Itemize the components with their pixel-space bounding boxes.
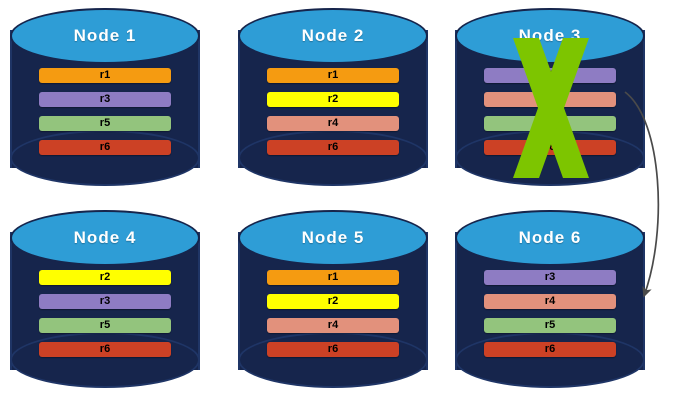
record-label: r2 — [99, 271, 111, 283]
record-label: r5 — [99, 319, 111, 331]
record-bar[interactable]: r5 — [39, 116, 171, 131]
record-bar[interactable]: r6 — [39, 140, 171, 155]
record-bar[interactable]: r3 — [484, 270, 616, 285]
record-label: r6 — [544, 343, 556, 355]
record-label: r1 — [99, 69, 111, 81]
record-list: r1 r2 r4 r6 — [267, 68, 399, 155]
node-cylinder-2[interactable]: Node 2 r1 r2 r4 r6 — [238, 8, 428, 190]
record-bar[interactable]: r3 — [484, 68, 616, 83]
record-bar[interactable]: r3 — [39, 294, 171, 309]
record-list: r1 r3 r5 r6 — [39, 68, 171, 155]
record-label: r6 — [544, 141, 556, 153]
record-list: r2 r3 r5 r6 — [39, 270, 171, 357]
record-list: r3 r4 r5 r6 — [484, 68, 616, 155]
record-bar[interactable]: r1 — [267, 68, 399, 83]
record-bar[interactable]: r2 — [267, 92, 399, 107]
record-bar[interactable]: r6 — [267, 140, 399, 155]
cylinder-bottom-cap — [455, 332, 645, 388]
node-label: Node 6 — [518, 228, 582, 247]
cylinder-top-cap: Node 3 — [455, 8, 645, 64]
cylinder-top-cap: Node 5 — [238, 210, 428, 266]
record-bar[interactable]: r1 — [267, 270, 399, 285]
node-cylinder-4[interactable]: Node 4 r2 r3 r5 r6 — [10, 210, 200, 392]
node-label: Node 2 — [301, 26, 365, 45]
record-label: r3 — [99, 295, 111, 307]
node-cylinder-5[interactable]: Node 5 r1 r2 r4 r6 — [238, 210, 428, 392]
record-label: r3 — [99, 93, 111, 105]
node-cylinder-6[interactable]: Node 6 r3 r4 r5 r6 — [455, 210, 645, 392]
node-label: Node 1 — [73, 26, 137, 45]
record-bar[interactable]: r2 — [267, 294, 399, 309]
record-bar[interactable]: r6 — [484, 342, 616, 357]
record-label: r6 — [327, 141, 339, 153]
record-bar[interactable]: r5 — [484, 318, 616, 333]
record-label: r6 — [99, 141, 111, 153]
record-label: r3 — [544, 69, 556, 81]
record-label: r1 — [327, 271, 339, 283]
record-label: r5 — [544, 117, 556, 129]
node-label: Node 5 — [301, 228, 365, 247]
record-label: r4 — [327, 319, 339, 331]
record-bar[interactable]: r6 — [267, 342, 399, 357]
record-bar[interactable]: r6 — [484, 140, 616, 155]
record-label: r3 — [544, 271, 556, 283]
record-label: r5 — [544, 319, 556, 331]
record-label: r2 — [327, 93, 339, 105]
record-bar[interactable]: r1 — [39, 68, 171, 83]
node-label: Node 3 — [518, 26, 582, 45]
record-bar[interactable]: r4 — [484, 294, 616, 309]
record-label: r4 — [327, 117, 339, 129]
cylinder-bottom-cap — [10, 130, 200, 186]
record-bar[interactable]: r6 — [39, 342, 171, 357]
record-label: r5 — [99, 117, 111, 129]
record-bar[interactable]: r4 — [267, 318, 399, 333]
record-label: r2 — [327, 295, 339, 307]
record-bar[interactable]: r2 — [39, 270, 171, 285]
node-cylinder-1[interactable]: Node 1 r1 r3 r5 r6 — [10, 8, 200, 190]
record-list: r3 r4 r5 r6 — [484, 270, 616, 357]
record-list: r1 r2 r4 r6 — [267, 270, 399, 357]
cylinder-bottom-cap — [238, 332, 428, 388]
cylinder-top-cap: Node 6 — [455, 210, 645, 266]
node-cylinder-3[interactable]: Node 3 r3 r4 r5 r6 — [455, 8, 645, 190]
cylinder-top-cap: Node 2 — [238, 8, 428, 64]
record-label: r4 — [544, 93, 556, 105]
node-label: Node 4 — [73, 228, 137, 247]
cylinder-top-cap: Node 4 — [10, 210, 200, 266]
record-bar[interactable]: r5 — [39, 318, 171, 333]
record-bar[interactable]: r5 — [484, 116, 616, 131]
record-label: r4 — [544, 295, 556, 307]
cylinder-bottom-cap — [10, 332, 200, 388]
cylinder-top-cap: Node 1 — [10, 8, 200, 64]
cylinder-bottom-cap — [238, 130, 428, 186]
record-label: r1 — [327, 69, 339, 81]
record-label: r6 — [327, 343, 339, 355]
record-bar[interactable]: r3 — [39, 92, 171, 107]
record-bar[interactable]: r4 — [484, 92, 616, 107]
record-label: r6 — [99, 343, 111, 355]
record-bar[interactable]: r4 — [267, 116, 399, 131]
